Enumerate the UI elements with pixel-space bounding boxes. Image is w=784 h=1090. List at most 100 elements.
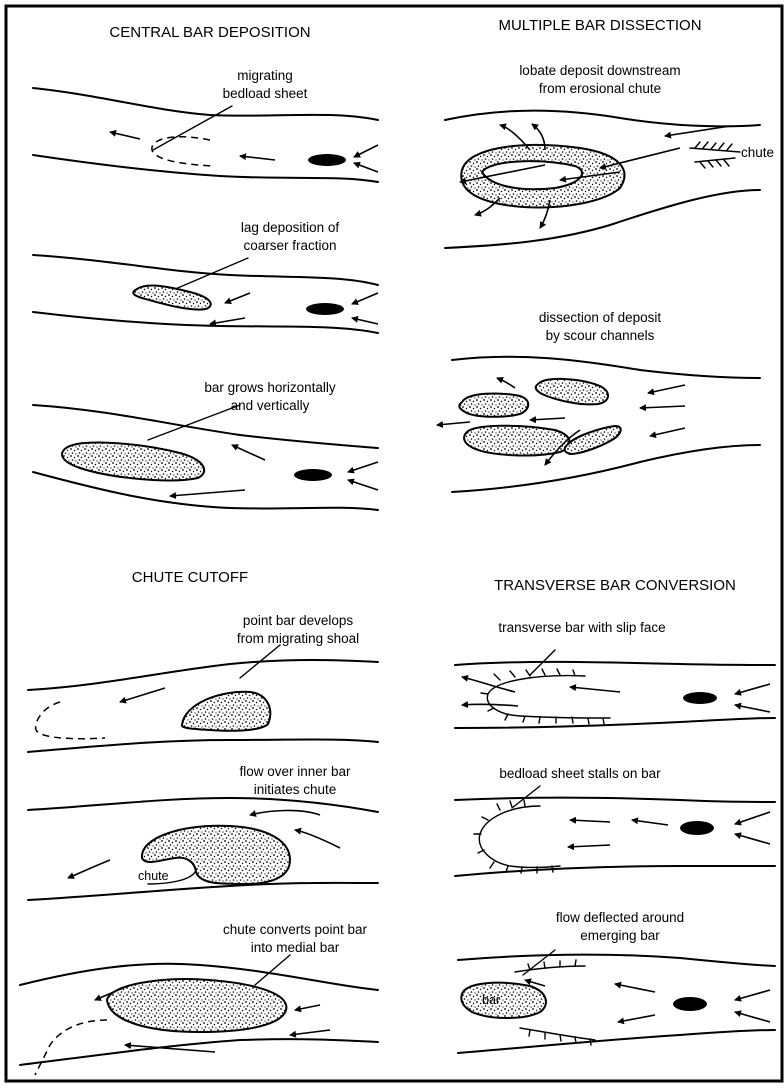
flow-arrow <box>735 812 770 824</box>
cbd-stage-2-label-line-1: lag deposition of <box>241 220 340 235</box>
channel-bank-upper <box>452 357 760 378</box>
mbd-stage-1-label-line-2: from erosional chute <box>539 81 661 96</box>
panel-title-multiple-bar-dissection: MULTIPLE BAR DISSECTION <box>498 17 701 34</box>
channel-bank-upper <box>33 405 378 448</box>
flow-arrow <box>120 688 165 702</box>
cc-stage-3: chute converts point bar into medial bar <box>20 922 378 1075</box>
flow-arrow <box>615 984 655 992</box>
lag-deposit-bar <box>133 286 210 310</box>
cbd-stage-1: migrating bedload sheet <box>33 68 378 182</box>
flow-arrow <box>110 132 140 139</box>
flow-arrow <box>240 156 275 160</box>
flow-arrow <box>290 1030 330 1035</box>
chute-mouth <box>690 142 740 168</box>
flow-arrow <box>650 428 685 436</box>
panel-transverse-bar-conversion: TRANSVERSE BAR CONVERSION transverse bar… <box>455 577 775 1053</box>
coarse-clast-blob <box>306 303 344 315</box>
channel-bank-upper <box>458 955 775 966</box>
cbd-stage-3: bar grows horizontally and vertically <box>33 380 378 510</box>
coarse-clast-blob <box>680 821 714 835</box>
cbd-stage-3-label-line-2: and vertically <box>231 398 310 413</box>
tbc-stage-3-label-line-2: emerging bar <box>580 928 660 943</box>
leader-line <box>173 258 248 290</box>
coarse-clast-blob <box>294 469 332 481</box>
flow-arrow <box>354 145 378 157</box>
channel-bank-lower <box>28 883 378 900</box>
flow-arrow <box>352 293 378 304</box>
stalled-sheet-crest <box>479 806 560 868</box>
panel-title-chute-cutoff: CHUTE CUTOFF <box>132 569 248 586</box>
channel-bank-upper <box>28 660 378 690</box>
dissected-bar <box>464 426 569 456</box>
flow-arrow <box>570 687 620 692</box>
channel-bank-lower <box>458 1030 775 1053</box>
channel-bank-upper <box>455 662 775 665</box>
panel-chute-cutoff: CHUTE CUTOFF point bar develops from mig… <box>20 569 378 1075</box>
coarse-clast-blob <box>683 692 717 704</box>
emerging-bar-label: bar <box>482 993 500 1007</box>
point-bar-shoal <box>182 692 270 731</box>
flow-arrow <box>225 293 250 303</box>
flow-arrow <box>210 318 245 324</box>
cc-chute-label: chute <box>138 869 169 883</box>
cc-stage-2-label-line-1: flow over inner bar <box>239 764 351 779</box>
panel-title-central-bar-deposition: CENTRAL BAR DEPOSITION <box>109 24 310 41</box>
slip-face-hachures <box>474 800 553 873</box>
channel-bank-lower <box>33 312 378 333</box>
channel-bank-lower <box>20 1039 378 1065</box>
flow-arrow <box>570 820 610 822</box>
tbc-stage-2: bedload sheet stalls on bar <box>455 766 775 876</box>
coarse-clast-blob <box>308 154 346 166</box>
cbd-stage-1-label-line-1: migrating <box>237 68 293 83</box>
flow-arrow <box>348 480 378 490</box>
panel-central-bar-deposition: CENTRAL BAR DEPOSITION migrating bedload… <box>33 24 378 510</box>
mbd-stage-2: dissection of deposit by scour channels <box>437 310 760 492</box>
cbd-stage-2: lag deposition of coarser fraction <box>33 220 378 333</box>
flow-arrow <box>735 834 770 844</box>
flow-arrow <box>632 820 668 825</box>
tbc-stage-1-label: transverse bar with slip face <box>498 620 665 635</box>
mbd-stage-2-label-line-2: by scour channels <box>546 328 655 343</box>
flow-arrow <box>735 1012 770 1022</box>
channel-bank-upper <box>28 798 378 812</box>
tbc-stage-3-label-line-1: flow deflected around <box>556 910 684 925</box>
channel-bank-lower <box>455 718 775 728</box>
flow-arrow <box>348 462 378 472</box>
flow-arrow <box>735 705 770 712</box>
channel-bank-upper <box>33 88 378 120</box>
cc-stage-3-label-line-2: into medial bar <box>251 940 340 955</box>
flow-arrow <box>530 418 565 420</box>
flow-arrow <box>648 385 685 393</box>
mbd-stage-2-label-line-1: dissection of deposit <box>539 310 662 325</box>
chute-label: chute <box>741 145 774 160</box>
medial-bar <box>107 979 286 1032</box>
panel-title-transverse-bar-conversion: TRANSVERSE BAR CONVERSION <box>494 577 736 594</box>
channel-bank-lower <box>28 740 378 753</box>
flow-arrow <box>354 163 378 172</box>
flow-arrow <box>295 830 340 848</box>
cbd-stage-1-label-line-2: bedload sheet <box>223 86 308 101</box>
mbd-stage-1: lobate deposit downstream from erosional… <box>445 63 774 248</box>
growing-central-bar <box>62 443 204 481</box>
tbc-stage-2-label: bedload sheet stalls on bar <box>499 766 661 781</box>
flow-arrow <box>462 677 515 692</box>
coarse-clast-blob <box>673 997 707 1011</box>
cbd-stage-3-label-line-1: bar grows horizontally <box>204 380 336 395</box>
flow-arrow <box>497 378 515 388</box>
flow-arrow <box>352 318 378 324</box>
slip-face-crest <box>487 676 610 718</box>
leader-line <box>255 955 290 985</box>
leader-line <box>523 950 555 975</box>
flow-arrow <box>232 445 265 460</box>
cc-stage-2-label-line-2: initiates chute <box>254 782 337 797</box>
flow-arrow <box>250 810 320 815</box>
channel-bank-upper <box>33 255 378 285</box>
slip-face-hachures <box>481 669 604 724</box>
flow-arrow <box>295 1005 320 1010</box>
flow-arrow <box>640 406 685 408</box>
dissected-bar <box>536 379 608 404</box>
cc-stage-1-label-line-2: from migrating shoal <box>237 631 359 646</box>
tbc-stage-3: flow deflected around emerging bar bar <box>458 910 775 1053</box>
